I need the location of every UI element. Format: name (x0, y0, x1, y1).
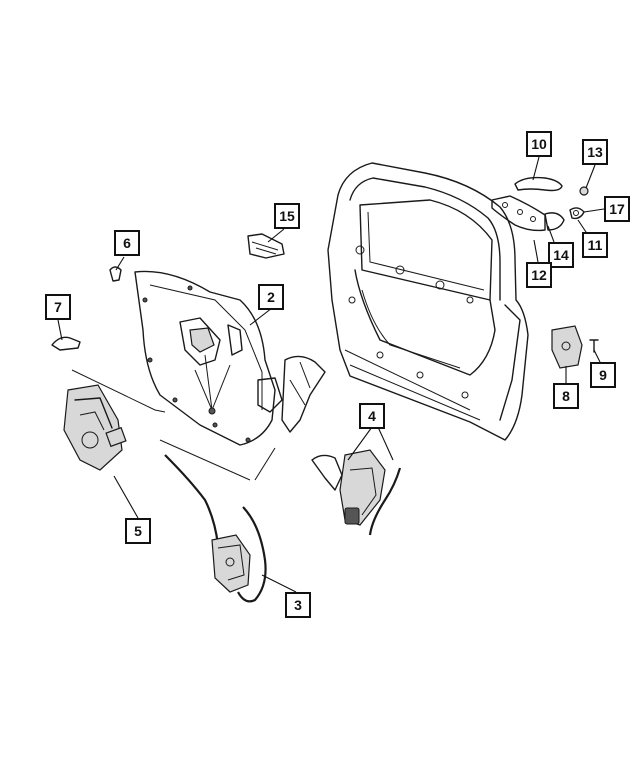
callout-17: 17 (604, 196, 630, 222)
inside-handle-assembly-part (311, 449, 402, 536)
callout-2: 2 (258, 284, 284, 310)
callout-8: 8 (553, 383, 579, 409)
callout-5: 5 (125, 518, 151, 544)
handle-base-part (491, 195, 565, 232)
clip-part (51, 336, 81, 351)
callout-12: 12 (526, 262, 552, 288)
striker-part (551, 325, 599, 369)
latch-and-cables-part (164, 454, 267, 603)
callout-15: 15 (274, 203, 300, 229)
outside-handle-part (514, 176, 563, 192)
leader-lines (57, 156, 605, 593)
callout-9: 9 (590, 362, 616, 388)
push-pin-part (109, 266, 122, 282)
callout-7: 7 (45, 294, 71, 320)
callout-10: 10 (526, 131, 552, 157)
callout-4: 4 (359, 403, 385, 429)
callout-3: 3 (285, 592, 311, 618)
small-fasteners (569, 186, 589, 220)
callout-11: 11 (582, 232, 608, 258)
callout-6: 6 (114, 230, 140, 256)
bracket-part (247, 233, 285, 259)
callout-13: 13 (582, 139, 608, 165)
window-motor-part (63, 384, 127, 471)
connector-lines (71, 369, 276, 481)
door-frame (327, 162, 529, 441)
callout-14: 14 (548, 242, 574, 268)
wiring-panel-part (134, 270, 326, 446)
